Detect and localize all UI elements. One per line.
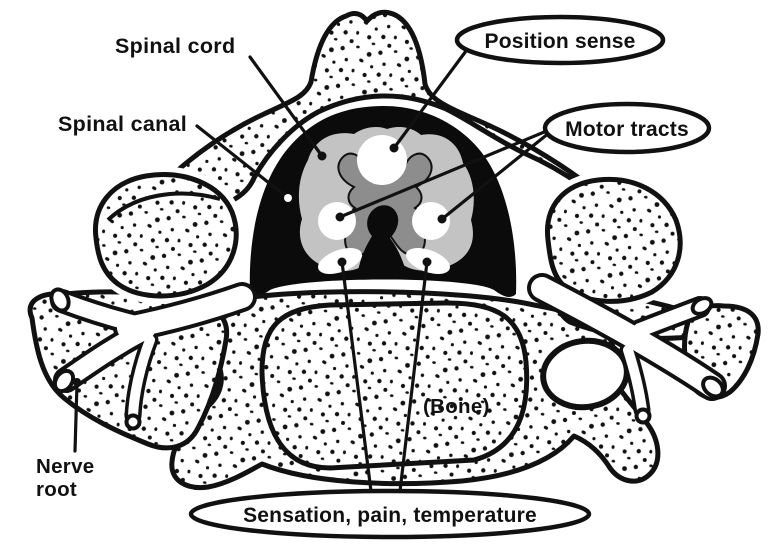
spinal-cord-label: Spinal cord [115, 34, 235, 58]
anterior-median-fissure [358, 205, 406, 271]
callout-position-sense [454, 14, 666, 66]
spinal-canal-label: Spinal canal [58, 112, 187, 136]
bone-label: (Bone) [423, 395, 490, 418]
nerve-root-label-line1: Nerve [36, 455, 95, 478]
leader-spinal-canal [195, 124, 290, 200]
position-sense-label: Position sense [484, 30, 635, 53]
leader-sensation-left [340, 260, 373, 493]
leader-sensation-right [398, 260, 429, 493]
nerve-rootlet-ring-left [124, 413, 142, 431]
motor-tract-left [318, 202, 356, 240]
callout-motor-tracts [542, 101, 712, 155]
leader-nerve-root [73, 381, 79, 453]
vertebral-body-inner-outline [259, 300, 530, 471]
nerve-root-left [49, 282, 257, 431]
nerve-root-right [527, 273, 727, 425]
facet-left-rim [106, 191, 221, 222]
callout-sensation [188, 488, 592, 540]
nerve-rootlet-ring-right [634, 407, 652, 425]
leader-spinal-cord [248, 55, 324, 158]
sensation-label: Sensation, pain, temperature [243, 504, 537, 527]
vertebral-arch-bone [123, 9, 651, 245]
leader-motor-tracts-right [440, 131, 551, 221]
motor-tract-right [412, 202, 450, 240]
nerve-root-label-line2: root [36, 478, 77, 501]
motor-tracts-label: Motor tracts [565, 118, 689, 141]
leader-position-sense [392, 49, 468, 150]
articular-facet-right [545, 176, 683, 304]
leader-motor-tracts-left [338, 128, 551, 219]
leader-lines [73, 49, 551, 493]
